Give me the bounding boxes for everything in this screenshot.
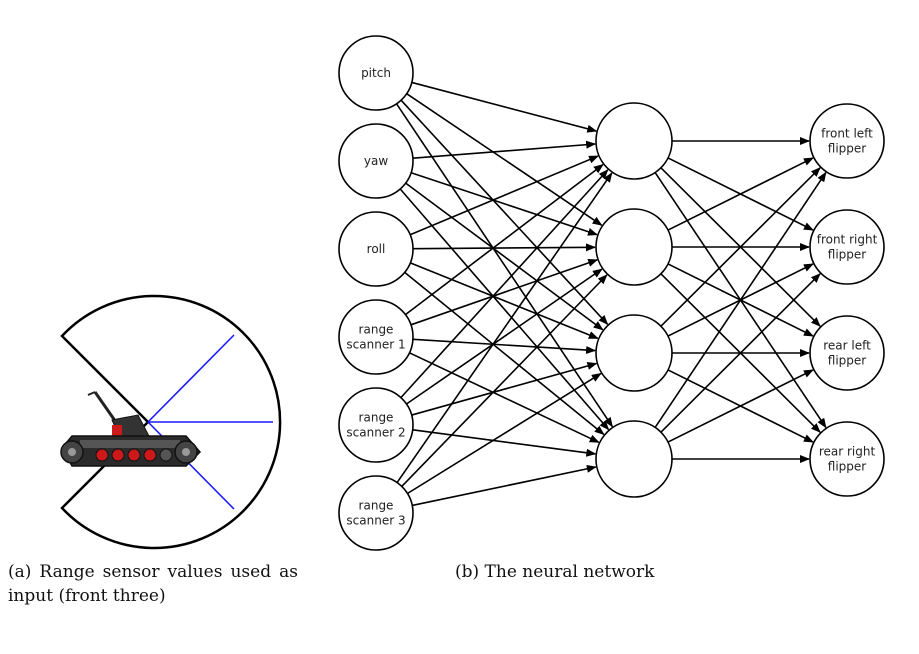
input-node-5-label: range — [359, 411, 394, 425]
input-node-1-label: pitch — [361, 66, 391, 80]
hidden-node-2-circle — [595, 208, 673, 286]
edge-input-3-hidden-4 — [404, 271, 605, 436]
output-node-1-label: front left — [821, 127, 873, 141]
sensor-ray-upper — [147, 334, 235, 423]
hidden-node-2 — [595, 208, 673, 286]
hidden-node-1 — [595, 102, 673, 180]
edge-input-2-hidden-1 — [412, 140, 597, 159]
output-node-1-label: flipper — [828, 142, 867, 156]
input-node-2-circle — [338, 123, 414, 199]
edge-input-6-hidden-3 — [407, 372, 602, 495]
robot-illustration — [60, 391, 202, 467]
input-node-6-label: scanner 3 — [346, 514, 405, 528]
output-node-4-label: flipper — [828, 460, 867, 474]
input-node-5-label: scanner 2 — [346, 426, 405, 440]
output-node-2-label: front right — [817, 233, 878, 247]
hidden-node-4-circle — [595, 420, 673, 498]
edge-input-5-hidden-1 — [400, 169, 609, 399]
input-node-6-circle — [338, 475, 414, 551]
edge-input-4-hidden-2 — [410, 259, 599, 326]
output-node-3-label: flipper — [828, 354, 867, 368]
edge-hidden-3-output-1 — [660, 167, 821, 327]
connection-edges — [395, 81, 827, 507]
edge-input-6-hidden-1 — [396, 172, 613, 484]
caption-range-sensor: (a) Range sensor values used as input (f… — [8, 562, 298, 606]
edge-hidden-4-output-1 — [654, 171, 827, 428]
caption-neural-network: (b) The neural network — [455, 562, 655, 582]
input-node-4-label: scanner 1 — [346, 338, 405, 352]
edge-input-5-hidden-4 — [412, 429, 597, 457]
edge-input-4-hidden-1 — [404, 163, 604, 316]
input-node-3: roll — [338, 211, 414, 287]
input-node-3-label: roll — [367, 242, 386, 256]
input-node-1-circle — [338, 35, 414, 111]
output-node-4-label: rear right — [819, 445, 876, 459]
input-node-3-circle — [338, 211, 414, 287]
edge-input-1-hidden-2 — [406, 93, 603, 226]
input-node-4-label: range — [359, 323, 394, 337]
edge-input-5-hidden-3 — [411, 362, 598, 416]
hidden-node-3 — [595, 314, 673, 392]
output-node-2-circle — [809, 209, 885, 285]
edge-hidden-2-output-1 — [667, 157, 814, 231]
edge-input-1-hidden-1 — [411, 81, 598, 133]
edge-input-3-hidden-1 — [409, 155, 599, 236]
edge-input-2-hidden-2 — [410, 171, 598, 236]
input-node-2-label: yaw — [364, 154, 388, 168]
edge-input-2-hidden-3 — [405, 182, 604, 331]
hidden-node-4 — [595, 420, 673, 498]
edge-input-6-hidden-2 — [401, 274, 608, 487]
edge-input-1-hidden-3 — [400, 99, 609, 326]
input-node-4-circle — [338, 299, 414, 375]
hidden-node-1-circle — [595, 102, 673, 180]
edge-hidden-4-output-2 — [660, 273, 821, 433]
output-node-4-circle — [809, 421, 885, 497]
edge-hidden-4-output-3 — [667, 369, 814, 443]
edge-input-3-hidden-2 — [412, 243, 597, 252]
edge-input-4-hidden-3 — [412, 338, 597, 355]
input-node-2: yaw — [338, 123, 414, 199]
output-node-3-label: rear left — [823, 339, 871, 353]
input-node-5-circle — [338, 387, 414, 463]
edge-input-3-hidden-3 — [410, 262, 599, 340]
sensor-range-arc — [60, 294, 282, 550]
edge-input-4-hidden-4 — [409, 352, 600, 444]
output-node-3-circle — [809, 315, 885, 391]
edge-input-1-hidden-4 — [395, 103, 613, 428]
edge-input-6-hidden-4 — [412, 464, 597, 507]
edge-input-5-hidden-2 — [406, 268, 603, 405]
hidden-node-3-circle — [595, 314, 673, 392]
output-node-2-label: flipper — [828, 248, 867, 262]
output-node-1-circle — [809, 103, 885, 179]
input-node-6-label: range — [359, 499, 394, 513]
input-node-1: pitch — [338, 35, 414, 111]
range-sensor-diagram — [60, 294, 282, 550]
